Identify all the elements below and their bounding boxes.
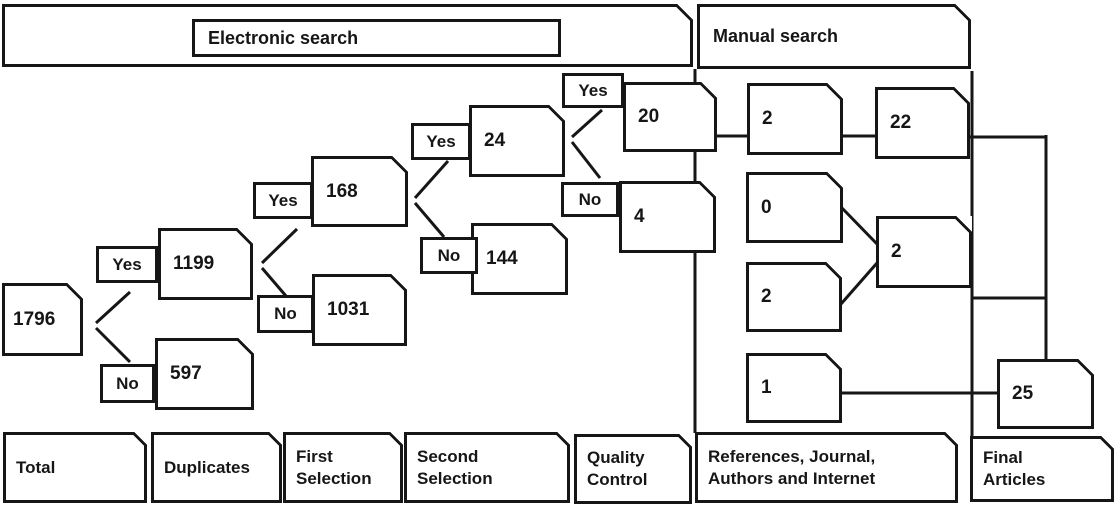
node-journal-authors-found: 2 xyxy=(746,262,842,332)
branch-line xyxy=(413,160,450,199)
branch-line xyxy=(570,141,602,179)
merge-line xyxy=(839,262,879,305)
node-duplicates-no: 597 xyxy=(155,338,254,410)
branch-line xyxy=(94,290,132,325)
decision-first-selection-no: No xyxy=(257,295,314,333)
column-total: Total xyxy=(3,432,147,503)
branch-line xyxy=(260,227,299,265)
column-second-selection: Second Selection xyxy=(404,432,570,503)
decision-second-selection-yes: Yes xyxy=(411,123,471,160)
manual-search-title: Manual search xyxy=(697,4,971,69)
node-internet-found: 1 xyxy=(746,353,842,423)
merge-line xyxy=(840,206,879,246)
decision-duplicates-yes: Yes xyxy=(96,246,158,283)
node-first-selection-no: 1031 xyxy=(312,274,407,346)
node-final-articles: 25 xyxy=(997,359,1094,429)
node-combined-after-manual: 22 xyxy=(875,87,970,159)
branch-line xyxy=(570,108,604,139)
node-references-found: 0 xyxy=(746,172,843,243)
decision-duplicates-no: No xyxy=(100,364,155,403)
decision-quality-control-no: No xyxy=(561,182,619,217)
branch-line xyxy=(260,267,288,297)
column-duplicates: Duplicates xyxy=(151,432,282,503)
column-final-articles: Final Articles xyxy=(970,436,1114,502)
node-duplicates-yes: 1199 xyxy=(158,228,253,300)
decision-first-selection-yes: Yes xyxy=(253,182,313,219)
branch-line xyxy=(94,326,132,364)
column-first-selection: First Selection xyxy=(283,432,403,503)
node-second-selection-no: 144 xyxy=(471,223,568,295)
node-quality-control-yes: 20 xyxy=(623,82,717,152)
decision-quality-control-yes: Yes xyxy=(562,73,624,108)
column-quality-control: Quality Control xyxy=(574,434,692,504)
node-quality-control-no: 4 xyxy=(619,181,716,253)
node-second-selection-yes: 24 xyxy=(469,105,565,177)
decision-second-selection-no: No xyxy=(420,237,478,274)
branch-line xyxy=(413,202,446,238)
node-first-selection-yes: 168 xyxy=(311,156,408,227)
node-references-merged: 2 xyxy=(876,216,972,288)
node-manual-found: 2 xyxy=(747,83,843,155)
electronic-search-title: Electronic search xyxy=(192,19,561,57)
node-total: 1796 xyxy=(2,283,83,356)
column-references-journal-authors-internet: References, Journal, Authors and Interne… xyxy=(695,432,958,503)
